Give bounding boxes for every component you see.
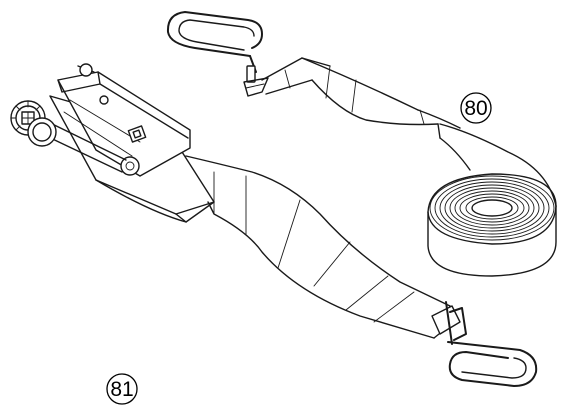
ratchet-spindle [10, 100, 57, 147]
ratchet-buckle [10, 63, 215, 223]
s-hook-bottom [431, 301, 538, 387]
s-hook-top [166, 11, 269, 97]
callout-80: 80 [460, 92, 492, 124]
callout-80-label: 80 [464, 97, 487, 120]
callout-81: 81 [106, 373, 138, 405]
callout-81-label: 81 [110, 378, 133, 401]
strap-upper [261, 57, 461, 139]
strap-roll [427, 123, 557, 277]
strap-lower [185, 155, 451, 339]
